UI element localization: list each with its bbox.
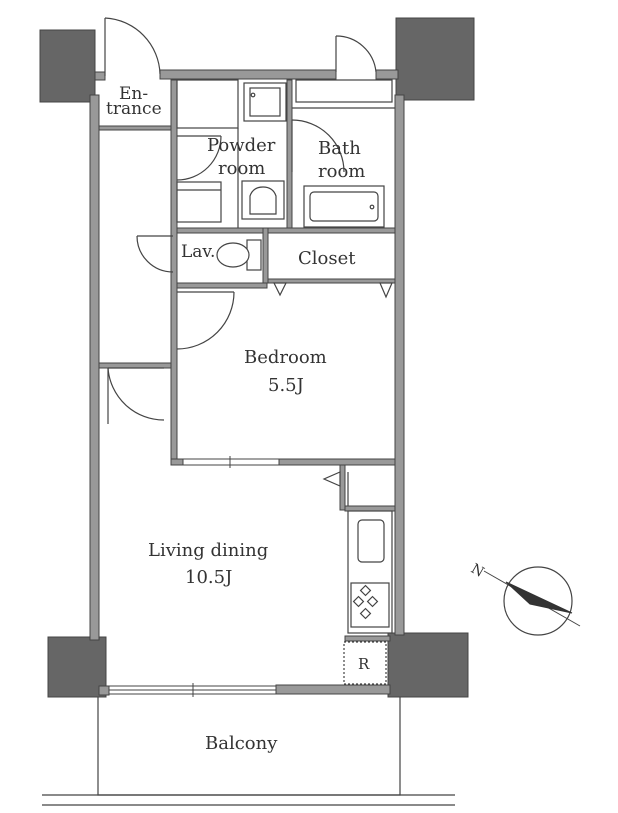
wall-entrance-bottom [98, 125, 172, 131]
wall-bottom-right [275, 684, 391, 695]
label-entrance-1: En- [119, 84, 148, 104]
closet-door-marker-right [379, 282, 393, 299]
label-powder-1: Powder [207, 135, 276, 156]
bathtub-fixture [303, 185, 385, 228]
column-bottom-left [47, 636, 107, 698]
partitions [42, 79, 455, 806]
entrance-shoe-cabinet [176, 79, 239, 129]
wall-left [89, 94, 100, 641]
powder-shelf [176, 181, 222, 223]
wall-lav-right [262, 227, 269, 284]
label-powder-2: room [218, 158, 265, 179]
wall-top-left [94, 71, 106, 81]
refrigerator-space [343, 641, 387, 685]
toilet-fixture [216, 239, 262, 271]
wall-powder-right [286, 79, 293, 233]
powder-sink-fixture [243, 82, 287, 122]
wall-bottom-left [98, 685, 110, 696]
wall-hall-bottom [98, 362, 172, 369]
door-front [104, 17, 161, 76]
door-lav [136, 235, 174, 273]
wall-right [394, 94, 405, 636]
door-bath-room [291, 119, 345, 173]
wall-kitchen-left [339, 464, 346, 511]
column-top-right [395, 17, 475, 101]
label-closet: Closet [298, 248, 356, 269]
closet-door-marker-left [273, 282, 287, 297]
bedroom-sliding-door [182, 458, 280, 466]
label-bath-2: room [318, 161, 365, 182]
label-bedroom: Bedroom [244, 347, 327, 368]
label-entrance-2: trance [106, 99, 162, 119]
label-fridge: R [358, 655, 370, 673]
kitchen-counter [347, 510, 393, 634]
column-bottom-right [387, 632, 469, 698]
door-balcony-access [335, 35, 377, 73]
door-powder-room [176, 135, 222, 181]
wall-bedroom-bottom [170, 458, 396, 466]
compass-north-label: N [468, 561, 487, 581]
stove-burners [350, 582, 390, 628]
wall-top-mid [159, 69, 337, 80]
wall-fridge-top [344, 635, 391, 642]
wall-top-right [375, 69, 399, 80]
kitchen-sink [357, 519, 385, 563]
structural-columns [39, 17, 475, 698]
column-top-left [39, 29, 96, 103]
compass-circle [503, 566, 573, 636]
wall-bedroom-top [176, 282, 268, 289]
label-lav: Lav. [181, 242, 215, 262]
label-living-size: 10.5J [185, 567, 232, 588]
washing-machine-fixture [241, 180, 285, 220]
label-bedroom-size: 5.5J [268, 375, 304, 396]
fixtures [216, 82, 393, 685]
wall-kitchen-ledge [344, 505, 396, 512]
label-living: Living dining [148, 540, 268, 561]
label-balcony: Balcony [205, 733, 278, 754]
wall-wet-bottom [176, 227, 396, 234]
label-bath-1: Bath [318, 138, 361, 159]
door-living [107, 367, 165, 424]
room-labels: En- trance Powder room Bath room Lav. Cl… [106, 84, 370, 754]
windows [108, 456, 280, 697]
door-bedroom [176, 291, 235, 350]
compass-needle [505, 581, 573, 614]
kitchen-door-marker [322, 471, 341, 487]
doors [104, 17, 393, 487]
interior-walls [98, 79, 396, 642]
compass-rose: N [468, 561, 581, 636]
bath-top-shelf [295, 79, 393, 103]
